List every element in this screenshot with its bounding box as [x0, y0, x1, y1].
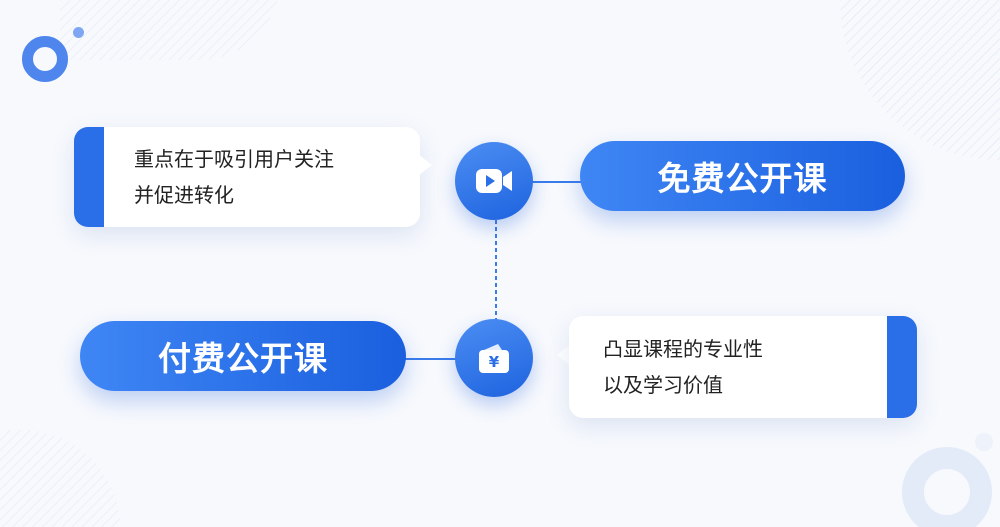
- decorative-dot-top-left: [73, 27, 84, 38]
- decorative-hatch-top-right: [840, 0, 1000, 160]
- node-video: [455, 142, 533, 220]
- note-line: 以及学习价值: [603, 373, 723, 397]
- paid-course-pill: 付费公开课: [80, 321, 406, 391]
- decorative-hatch-top-left: [60, 0, 280, 60]
- decorative-dot-bottom-right: [975, 433, 993, 451]
- note-card-bottom-pointer: [557, 344, 571, 366]
- decorative-hatch-bottom-left: [0, 430, 120, 527]
- paid-course-label: 付费公开课: [158, 339, 328, 378]
- decorative-ring-top-left: [22, 36, 68, 82]
- connector-vertical-dashed: [495, 220, 497, 320]
- note-card-top-pointer: [418, 154, 432, 176]
- note-card-top: 重点在于吸引用户关注 并促进转化: [74, 127, 420, 227]
- node-wallet: ¥: [455, 319, 533, 397]
- note-line: 重点在于吸引用户关注: [134, 147, 334, 171]
- note-text-bottom: 凸显课程的专业性 以及学习价值: [603, 331, 763, 403]
- note-line: 凸显课程的专业性: [603, 337, 763, 361]
- note-text-top: 重点在于吸引用户关注 并促进转化: [134, 141, 334, 213]
- connector-bottom: [404, 358, 458, 360]
- free-course-pill: 免费公开课: [580, 141, 905, 211]
- video-camera-icon: [474, 166, 514, 196]
- free-course-label: 免费公开课: [657, 159, 828, 198]
- connector-top: [532, 181, 584, 183]
- note-line: 并促进转化: [134, 183, 234, 207]
- wallet-icon: ¥: [476, 341, 512, 375]
- decorative-ring-bottom-right: [902, 447, 992, 527]
- yen-glyph: ¥: [489, 353, 500, 371]
- note-card-bottom: 凸显课程的专业性 以及学习价值: [569, 316, 917, 418]
